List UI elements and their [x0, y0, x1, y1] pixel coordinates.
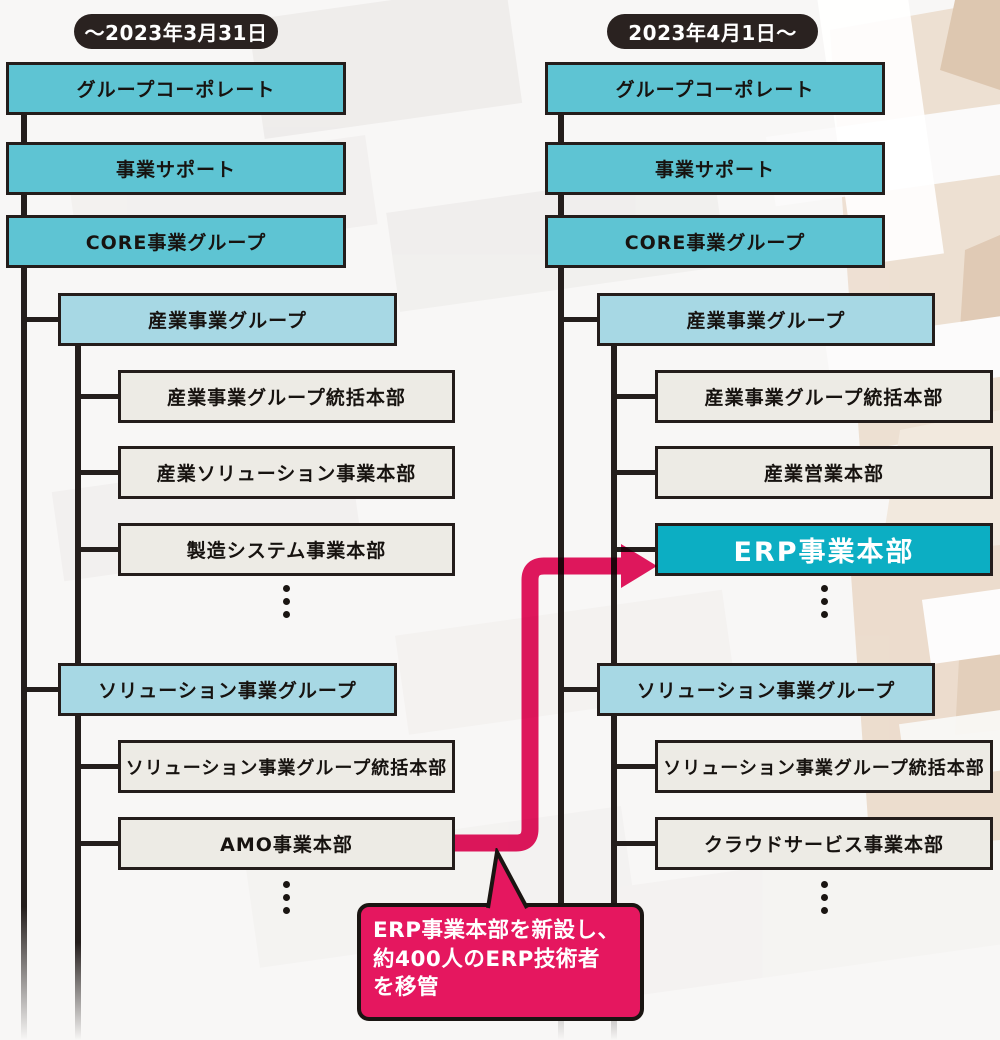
- branch-line: [611, 547, 658, 552]
- branch-line: [75, 764, 121, 769]
- ellipsis-dots: [820, 881, 828, 920]
- branch-line: [558, 687, 600, 692]
- callout-line: 約400人のERP技術者: [373, 946, 600, 972]
- branch-line: [75, 547, 121, 552]
- callout-line: を移管: [373, 975, 440, 1001]
- callout-tail: [486, 848, 529, 909]
- branch-line: [21, 317, 61, 322]
- trunk-line: [21, 88, 27, 1040]
- org-box-core-business-group-before: CORE事業グループ: [6, 215, 346, 268]
- org-box-solution-group-before: ソリューション事業グループ: [58, 663, 397, 716]
- branch-line: [611, 764, 658, 769]
- branch-line: [558, 317, 600, 322]
- branch-line: [75, 841, 121, 846]
- org-box-solution-group-after: ソリューション事業グループ: [597, 663, 935, 716]
- branch-line: [611, 841, 658, 846]
- org-box-industrial-group-hq-before: 産業事業グループ統括本部: [118, 370, 455, 423]
- branch-line: [21, 687, 61, 692]
- ellipsis-dots: [820, 585, 828, 624]
- org-box-solution-group-hq-before: ソリューション事業グループ統括本部: [118, 740, 455, 793]
- org-box-industrial-group-hq-after: 産業事業グループ統括本部: [655, 370, 993, 423]
- org-box-manufacturing-system-hq-before: 製造システム事業本部: [118, 523, 455, 576]
- org-box-industrial-group-after: 産業事業グループ: [597, 293, 935, 346]
- period-badge-before: 〜2023年3月31日: [74, 14, 278, 49]
- branch-line: [75, 470, 121, 475]
- branch-line: [611, 470, 658, 475]
- org-box-cloud-service-hq-after: クラウドサービス事業本部: [655, 817, 993, 870]
- org-box-industrial-sales-hq-after: 産業営業本部: [655, 446, 993, 499]
- org-box-group-corporate-before: グループコーポレート: [6, 62, 346, 115]
- callout-line: ERP事業本部を新設し、: [373, 918, 620, 943]
- org-box-business-support-after: 事業サポート: [545, 142, 885, 195]
- org-box-solution-group-hq-after: ソリューション事業グループ統括本部: [655, 740, 993, 793]
- period-badge-after: 2023年4月1日〜: [607, 14, 818, 49]
- org-box-industrial-group-before: 産業事業グループ: [58, 293, 397, 346]
- org-box-industrial-solution-hq-before: 産業ソリューション事業本部: [118, 446, 455, 499]
- org-box-group-corporate-after: グループコーポレート: [545, 62, 885, 115]
- branch-line: [611, 394, 658, 399]
- org-box-erp-hq-after-highlight: ERP事業本部: [655, 523, 993, 576]
- branch-line: [75, 394, 121, 399]
- org-box-amo-hq-before: AMO事業本部: [118, 817, 455, 870]
- org-box-business-support-before: 事業サポート: [6, 142, 346, 195]
- ellipsis-dots: [282, 585, 290, 624]
- callout-bubble: ERP事業本部を新設し、 約400人のERP技術者 を移管: [357, 903, 644, 1021]
- ellipsis-dots: [282, 881, 290, 920]
- org-box-core-business-group-after: CORE事業グループ: [545, 215, 885, 268]
